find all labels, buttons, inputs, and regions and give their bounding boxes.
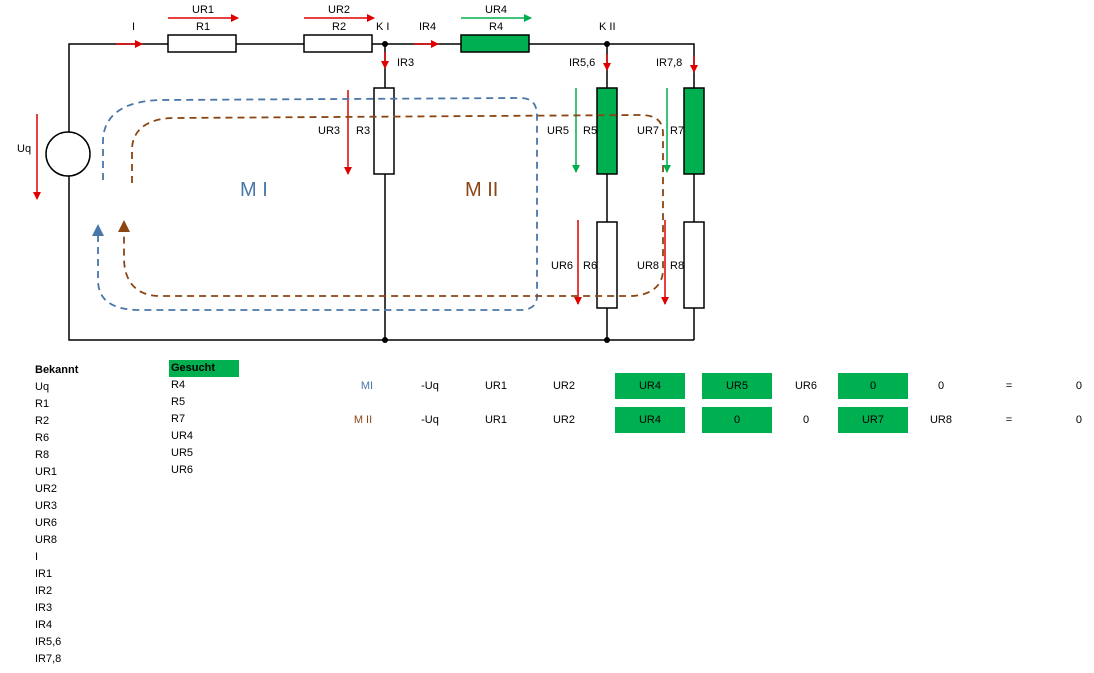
equation-cell: UR1	[484, 380, 507, 392]
label-r6: R6	[583, 260, 598, 272]
gesucht-item: R7	[171, 413, 186, 425]
label-current-i: I	[132, 21, 136, 33]
label-r1: R1	[196, 21, 211, 33]
equation-mesh-label: MI	[360, 380, 374, 392]
mesh-loop-m1	[92, 97, 538, 311]
resistor-r7	[683, 87, 705, 175]
label-uq: Uq	[17, 143, 32, 155]
label-node-k2: K II	[599, 21, 616, 33]
equation-cell: UR8	[929, 414, 952, 426]
equation-cell: UR2	[552, 414, 575, 426]
label-r5: R5	[583, 125, 598, 137]
label-r4: R4	[489, 21, 504, 33]
bekannt-item: UR6	[35, 517, 58, 529]
label-current-ir56: IR5,6	[569, 57, 596, 69]
gesucht-item: UR5	[171, 447, 194, 459]
label-mesh-m2: M II	[465, 179, 499, 201]
label-node-k1: K I	[376, 21, 390, 33]
equation-cell: =	[1005, 380, 1013, 392]
resistor-r4	[460, 34, 530, 53]
equation-cell: 0	[937, 380, 945, 392]
resistor-r2	[303, 34, 373, 53]
label-r7: R7	[670, 125, 685, 137]
gesucht-item: UR4	[171, 430, 194, 442]
label-ur4: UR4	[485, 4, 508, 16]
label-ur3: UR3	[318, 125, 341, 137]
label-ur8: UR8	[637, 260, 660, 272]
bekannt-item: IR7,8	[35, 653, 62, 665]
resistor-r1	[167, 34, 237, 53]
gesucht-item: R5	[171, 396, 186, 408]
equation-cell: 0	[1075, 380, 1082, 392]
gesucht-item: R4	[171, 379, 186, 391]
bekannt-item: UR2	[35, 483, 58, 495]
label-current-ir78: IR7,8	[656, 57, 683, 69]
equation-cell: =	[1005, 414, 1013, 426]
bekannt-item: UR1	[35, 466, 58, 478]
bekannt-item: R8	[35, 449, 50, 461]
label-r8: R8	[670, 260, 685, 272]
bekannt-header: Bekannt	[35, 364, 79, 376]
equation-cell: UR4	[615, 407, 685, 433]
circuit-diagram	[33, 14, 705, 343]
bekannt-item: IR2	[35, 585, 53, 597]
equation-cell: -Uq	[421, 380, 439, 392]
equation-cell: UR5	[702, 373, 772, 399]
gesucht-item: UR6	[171, 464, 194, 476]
node-bottom-dot	[604, 337, 610, 343]
equation-mesh-label: M II	[353, 414, 373, 426]
voltage-source-symbol	[45, 131, 91, 177]
bekannt-item: UR8	[35, 534, 58, 546]
node-bottom-dot	[382, 337, 388, 343]
label-ur7: UR7	[637, 125, 660, 137]
node-k2-dot	[604, 41, 610, 47]
equation-cell: UR6	[794, 380, 817, 392]
bekannt-item: IR4	[35, 619, 53, 631]
equation-cell: UR4	[615, 373, 685, 399]
resistor-r6	[596, 221, 618, 309]
label-r3: R3	[356, 125, 371, 137]
label-current-ir3: IR3	[397, 57, 415, 69]
equation-cell: 0	[702, 407, 772, 433]
resistor-r5	[596, 87, 618, 175]
mesh-loop-m2	[118, 114, 664, 297]
label-ur1: UR1	[192, 4, 215, 16]
equation-cell: -Uq	[421, 414, 439, 426]
bekannt-item: R6	[35, 432, 50, 444]
bekannt-item: IR5,6	[35, 636, 62, 648]
equation-cell: 0	[1075, 414, 1082, 426]
bekannt-item: IR3	[35, 602, 53, 614]
bekannt-item: IR1	[35, 568, 53, 580]
bekannt-item: R2	[35, 415, 50, 427]
equation-cell: UR7	[838, 407, 908, 433]
node-k1-dot	[382, 41, 388, 47]
bekannt-item: Uq	[35, 381, 50, 393]
label-r2: R2	[332, 21, 347, 33]
label-current-ir4: IR4	[419, 21, 437, 33]
label-mesh-m1: M I	[240, 179, 268, 201]
bekannt-item: I	[35, 551, 39, 563]
equation-cell: 0	[802, 414, 810, 426]
equation-cell: UR1	[484, 414, 507, 426]
label-ur2: UR2	[328, 4, 351, 16]
bekannt-item: UR3	[35, 500, 58, 512]
gesucht-header: Gesucht	[169, 360, 239, 377]
label-ur5: UR5	[547, 125, 570, 137]
label-ur6: UR6	[551, 260, 574, 272]
bekannt-item: R1	[35, 398, 50, 410]
resistor-r8	[683, 221, 705, 309]
equation-cell: UR2	[552, 380, 575, 392]
equation-cell: 0	[838, 373, 908, 399]
resistor-r3	[373, 87, 395, 175]
